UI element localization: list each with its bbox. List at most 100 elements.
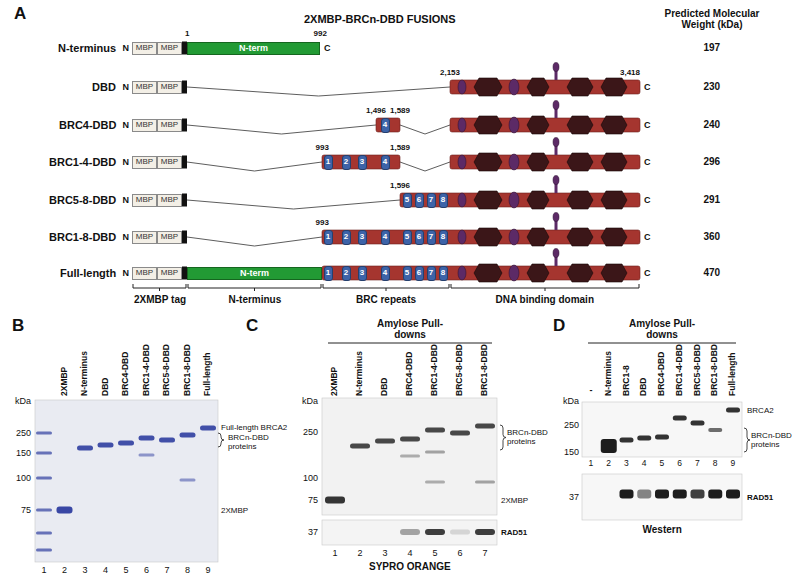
label: BRC4-DBD — [59, 119, 116, 132]
label: BRCn-DBD proteins — [228, 433, 280, 451]
dbd-domain — [474, 78, 502, 96]
label: D — [553, 316, 565, 336]
gel-band — [450, 431, 470, 436]
label: N-terminus — [229, 294, 282, 306]
gel-band — [601, 439, 617, 453]
helical-domain — [509, 192, 519, 208]
label: 6 — [458, 548, 463, 558]
dbd-domain — [601, 78, 627, 96]
label-text: 2XMBP — [501, 496, 528, 505]
node-text: MBP — [161, 121, 178, 129]
gel-band — [726, 408, 740, 413]
label-text: C — [324, 43, 331, 53]
brc-repeat-box: 1 — [324, 230, 333, 245]
label: N-terminus — [58, 42, 116, 55]
gel-band — [655, 490, 669, 499]
dbd-domain — [527, 191, 549, 209]
label-text: 150 — [564, 447, 579, 457]
gel-band — [180, 479, 196, 482]
label: N — [123, 157, 130, 167]
label: 7 — [695, 459, 700, 469]
label: BRC5-8-DBD — [162, 344, 172, 396]
label: 2 — [606, 459, 611, 469]
label: N — [123, 120, 130, 130]
label: C — [644, 268, 651, 278]
gel-band — [475, 529, 495, 535]
dbd-domain — [527, 116, 549, 134]
gel-band — [36, 549, 52, 552]
label-text: C — [644, 157, 651, 167]
label-text: 2XMBP tag — [134, 294, 186, 305]
gel-band — [655, 435, 669, 440]
dbd-domain — [567, 264, 593, 282]
label-text: C — [644, 120, 651, 130]
label-text: kDa — [15, 396, 31, 406]
linker-box — [182, 231, 187, 244]
mbp-tag-box: MBP — [132, 267, 157, 280]
bracket — [323, 284, 449, 291]
label-text: 1 — [333, 548, 338, 558]
label: 3 — [383, 548, 388, 558]
gel-strip — [322, 520, 497, 545]
gel-band — [400, 455, 420, 458]
label-text: BRC1-8-DBD — [182, 344, 192, 396]
node-text: 3 — [360, 158, 364, 166]
label: 3 — [83, 565, 88, 575]
linker-box — [182, 119, 187, 132]
label: 2XMBP tag — [134, 294, 186, 306]
gel-image — [35, 400, 218, 562]
brc-repeat-box: 5 — [403, 230, 412, 245]
dbd-domain — [474, 264, 502, 282]
label-text: 250 — [16, 428, 31, 438]
label-text: 291 — [704, 194, 721, 205]
label-text: 100 — [16, 473, 31, 483]
brc-repeat-box: 6 — [415, 230, 424, 245]
label-text: 100 — [303, 473, 318, 483]
label: 1 — [185, 29, 189, 38]
label: 150 — [564, 447, 579, 457]
label: RAD51 — [501, 528, 527, 537]
label-text: 3 — [83, 565, 88, 575]
label: DBD — [101, 378, 111, 396]
label-text: 4 — [408, 548, 413, 558]
label-text: BRC5-8-DBD — [49, 194, 116, 206]
title-text: 2XMBP-BRCn-DBD FUSIONS — [304, 13, 456, 25]
label: BRC5-8-DBD — [693, 344, 703, 396]
linker-box — [182, 194, 187, 207]
gel-band — [637, 436, 651, 441]
dbd-domain — [601, 153, 627, 171]
dbd-domain — [567, 228, 593, 246]
helical-domain — [458, 118, 466, 132]
label: kDa — [563, 396, 579, 406]
gel-band — [450, 530, 470, 535]
node-text: MBP — [136, 233, 153, 241]
label: 3,418 — [620, 68, 640, 77]
label-text: BRC5-8-DBD — [454, 344, 464, 396]
label: 3 — [624, 459, 629, 469]
label-text: 296 — [704, 156, 721, 167]
label-text: 9 — [731, 458, 736, 468]
node-text: 6 — [417, 269, 421, 277]
gel-band — [118, 441, 134, 446]
label: 1,589 — [390, 143, 410, 152]
gel-band — [139, 454, 155, 457]
node-text: MBP — [161, 233, 178, 241]
helical-domain — [458, 155, 466, 169]
label: N — [123, 268, 130, 278]
node-text: MBP — [161, 158, 178, 166]
gel-band — [673, 416, 687, 421]
label-text: A — [14, 4, 26, 23]
deletion-line — [187, 200, 400, 209]
label: BRC1-8-DBD — [49, 231, 116, 244]
label-text: BRC repeats — [356, 294, 416, 305]
label-text: 250 — [303, 427, 318, 437]
gel-band — [425, 529, 445, 535]
gel-band — [400, 529, 420, 535]
tower-head — [553, 101, 559, 110]
brc-repeat-box: 4 — [381, 266, 390, 281]
deletion-line — [187, 125, 376, 134]
label: N-terminus — [604, 351, 614, 396]
label-text: 7 — [165, 565, 170, 575]
dbd-domain — [474, 191, 502, 209]
dbd-domain — [474, 116, 502, 134]
